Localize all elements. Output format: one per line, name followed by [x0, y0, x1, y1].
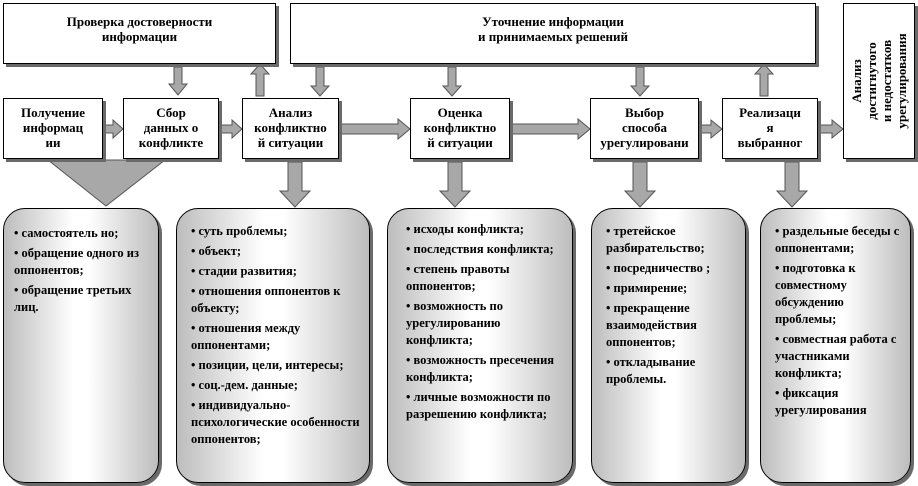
list-item: отношения между оппонентами; — [191, 320, 363, 354]
list-item: откладывание проблемы. — [606, 354, 739, 388]
arrow-implementation-to-refinement — [753, 63, 775, 97]
panel-situation-assessment-list: исходы конфликта; последствия конфликта;… — [406, 221, 566, 423]
list-item: отношения оппонентов к объекту; — [191, 283, 363, 317]
panel-method-choice: третейское разбирательство; посредничест… — [591, 208, 746, 483]
list-item: индивидуально-психологические особенност… — [191, 397, 363, 448]
arrow-to-panel-5 — [775, 161, 809, 208]
arrow-to-panel-3 — [438, 161, 472, 208]
refinement-box-label: Уточнение информации и принимаемых решен… — [478, 14, 628, 44]
list-item: примирение; — [606, 280, 739, 297]
list-item: обращение одного из оппонентов; — [14, 245, 150, 279]
list-item: позиции, цели, интересы; — [191, 357, 363, 374]
step-implementation: Реализаци я выбранног — [722, 98, 818, 159]
list-item: подготовка к совместному обсуждению проб… — [775, 260, 904, 328]
list-item: прекращение взаимодействия оппонентов; — [606, 300, 739, 351]
arrow-step-1-2 — [102, 118, 124, 140]
analysis-results-box: Анализ достигнутого и недостатков урегул… — [843, 3, 915, 159]
panel-receiving-info: самостоятель но; обращение одного из опп… — [3, 208, 159, 483]
list-item: совместная работа с участниками конфликт… — [775, 331, 904, 382]
step-receiving-info-label: Получение информац ии — [20, 105, 86, 150]
arrow-step-6-7 — [817, 118, 844, 140]
arrow-to-panel-2 — [278, 161, 312, 208]
panel-method-choice-list: третейское разбирательство; посредничест… — [606, 223, 739, 388]
list-item: соц.-дем. данные; — [191, 377, 363, 394]
list-item: личные возможности по разрешению конфлик… — [406, 389, 566, 423]
panel-situation-analysis: суть проблемы; объект; стадии развития; … — [176, 208, 370, 483]
funnel-step-1 — [46, 159, 167, 207]
list-item: возможность по урегулированию конфликта; — [406, 298, 566, 349]
list-item: посредничество ; — [606, 260, 739, 277]
arrow-step-5-6 — [698, 118, 723, 140]
step-situation-analysis-label: Анализ конфликтно й ситуации — [254, 105, 327, 150]
arrow-analysis-to-verification — [249, 63, 271, 97]
list-item: третейское разбирательство; — [606, 223, 739, 257]
arrow-refinement-to-choice — [629, 66, 651, 97]
panel-situation-analysis-list: суть проблемы; объект; стадии развития; … — [191, 223, 363, 448]
arrow-verification-to-collection — [167, 66, 189, 96]
list-item: фиксация урегулирования — [775, 385, 904, 419]
verification-box-label: Проверка достоверности информации — [66, 14, 213, 44]
step-implementation-label: Реализаци я выбранног — [737, 105, 803, 150]
step-data-collection-label: Сбор данных о конфликте — [138, 105, 204, 150]
list-item: стадии развития; — [191, 263, 363, 280]
arrow-refinement-to-assessment — [441, 66, 463, 97]
arrow-step-2-3 — [218, 118, 243, 140]
list-item: самостоятель но; — [14, 225, 150, 242]
arrow-to-panel-4 — [623, 161, 657, 208]
list-item: раздельные беседы с оппонентами; — [775, 223, 904, 257]
arrow-step-3-4 — [338, 117, 411, 141]
step-method-choice: Выбор способа урегулировани — [590, 98, 699, 159]
panel-receiving-info-list: самостоятель но; обращение одного из опп… — [14, 225, 150, 316]
step-situation-analysis: Анализ конфликтно й ситуации — [242, 98, 339, 159]
list-item: обращение третьих лиц. — [14, 282, 150, 316]
step-data-collection: Сбор данных о конфликте — [123, 98, 219, 159]
list-item: исходы конфликта; — [406, 221, 566, 238]
step-method-choice-label: Выбор способа урегулировани — [600, 105, 689, 150]
panel-implementation-list: раздельные беседы с оппонентами; подгото… — [775, 223, 904, 419]
step-receiving-info: Получение информац ии — [3, 98, 103, 159]
list-item: последствия конфликта; — [406, 241, 566, 258]
verification-box: Проверка достоверности информации — [3, 3, 276, 64]
analysis-results-label: Анализ достигнутого и недостатков урегул… — [849, 33, 909, 129]
step-situation-assessment-label: Оценка конфликтно й ситуации — [423, 105, 497, 150]
list-item: возможность пресечения конфликта; — [406, 352, 566, 386]
list-item: объект; — [191, 243, 363, 260]
refinement-box: Уточнение информации и принимаемых решен… — [290, 3, 816, 64]
panel-situation-assessment: исходы конфликта; последствия конфликта;… — [387, 208, 573, 483]
arrow-refinement-to-analysis — [309, 66, 331, 97]
list-item: суть проблемы; — [191, 223, 363, 240]
step-situation-assessment: Оценка конфликтно й ситуации — [410, 98, 510, 159]
arrow-step-4-5 — [509, 117, 591, 141]
list-item: степень правоты оппонентов; — [406, 261, 566, 295]
panel-implementation: раздельные беседы с оппонентами; подгото… — [760, 208, 911, 483]
